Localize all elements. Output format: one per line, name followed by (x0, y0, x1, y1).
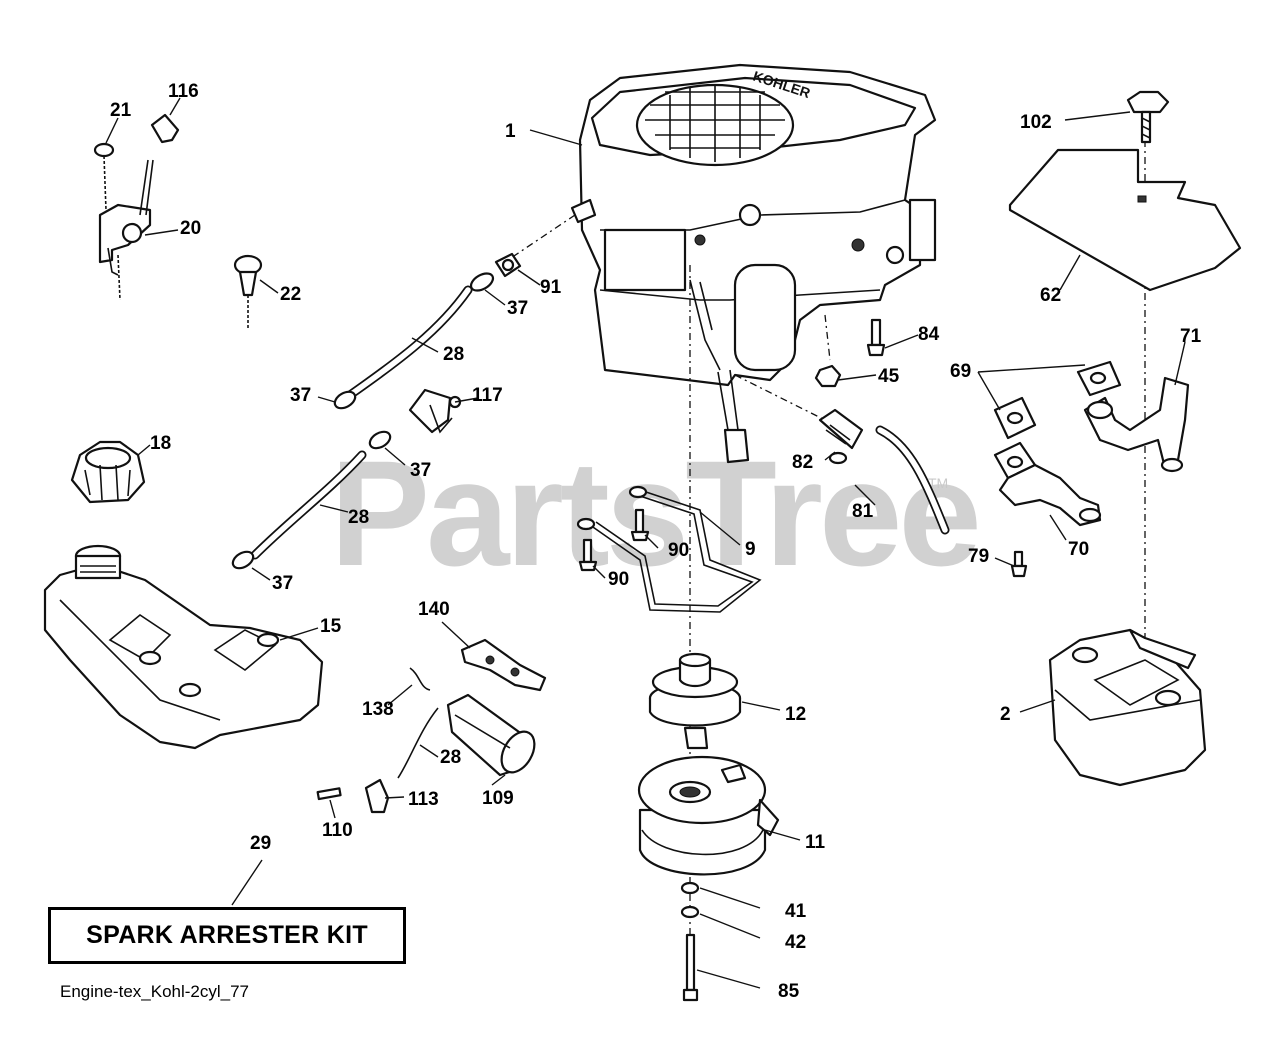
part-throttle-control[interactable] (98, 159, 154, 301)
callout-28-upper[interactable]: 28 (443, 344, 464, 365)
callout-11[interactable]: 11 (805, 832, 826, 853)
callout-71[interactable]: 71 (1180, 326, 1202, 347)
callout-12[interactable]: 12 (785, 704, 806, 725)
callout-37-a[interactable]: 37 (507, 298, 528, 319)
part-hose-clamps[interactable] (230, 270, 496, 572)
part-fitting-110[interactable] (316, 787, 342, 801)
callout-82[interactable]: 82 (792, 452, 813, 473)
part-exhaust-pipe-71[interactable] (1083, 376, 1190, 473)
part-engine[interactable]: KOHLER (570, 63, 937, 464)
part-muffler[interactable] (1048, 628, 1207, 787)
part-knob-116[interactable] (150, 113, 180, 144)
part-knob-22[interactable] (233, 254, 263, 330)
callout-45[interactable]: 45 (878, 366, 900, 387)
part-bolt-85[interactable] (682, 933, 699, 1002)
oil-drain-centerline (734, 374, 826, 421)
part-wire-138[interactable] (409, 667, 431, 691)
callout-117[interactable]: 117 (472, 385, 503, 406)
callout-28-lower[interactable]: 28 (348, 507, 369, 528)
callout-102[interactable]: 102 (1020, 112, 1052, 133)
callout-labels: 1 2 9 11 12 15 18 20 21 22 28 28 28 29 3… (110, 81, 1202, 1002)
callout-91[interactable]: 91 (540, 277, 562, 298)
callout-9[interactable]: 9 (745, 539, 756, 560)
diagram-reference: Engine-tex_Kohl-2cyl_77 (60, 982, 250, 1001)
callout-138[interactable]: 138 (362, 699, 394, 720)
part-bolt-21[interactable] (93, 142, 115, 211)
part-bolts-90[interactable] (578, 508, 650, 572)
part-fuel-solenoid[interactable] (446, 693, 541, 778)
part-control-rod[interactable] (576, 485, 762, 613)
part-bolt-79[interactable] (1010, 550, 1028, 578)
part-relay-bracket[interactable] (460, 638, 547, 692)
callout-37-d[interactable]: 37 (272, 573, 293, 594)
watermark-trademark: TM (928, 475, 948, 491)
part-exhaust-pipe-70[interactable] (998, 463, 1102, 527)
callout-15[interactable]: 15 (320, 616, 342, 637)
part-fuel-filter[interactable] (408, 388, 462, 434)
part-oil-drain-valve[interactable] (818, 408, 864, 465)
callout-69[interactable]: 69 (950, 361, 971, 382)
engine-grille (645, 86, 785, 162)
callout-90-upper[interactable]: 90 (668, 540, 689, 561)
callout-110[interactable]: 110 (322, 820, 353, 841)
callout-1[interactable]: 1 (505, 121, 516, 142)
callout-85[interactable]: 85 (778, 981, 800, 1002)
callout-29[interactable]: 29 (250, 833, 271, 854)
callout-22[interactable]: 22 (280, 284, 301, 305)
nut-centerline (824, 314, 831, 361)
callout-28-short[interactable]: 28 (440, 747, 461, 768)
callout-79[interactable]: 79 (968, 546, 989, 567)
callout-42[interactable]: 42 (785, 932, 806, 953)
callout-140[interactable]: 140 (418, 599, 450, 620)
leader-lines (105, 97, 1186, 989)
part-pto-clutch[interactable] (637, 755, 780, 876)
callout-70[interactable]: 70 (1068, 539, 1089, 560)
callout-18[interactable]: 18 (150, 433, 171, 454)
part-fuel-tank[interactable] (43, 544, 324, 750)
part-heat-shield[interactable] (1008, 148, 1242, 292)
part-fuel-hose-upper[interactable] (345, 285, 473, 400)
fuel-line-centerline (504, 214, 576, 263)
part-washers-41-42[interactable] (680, 881, 700, 919)
spark-arrester-kit-label[interactable]: SPARK ARRESTER KIT (48, 907, 406, 964)
part-fuel-cap[interactable] (70, 440, 146, 504)
part-nut-45[interactable] (814, 364, 842, 388)
part-fuel-hose-short[interactable] (397, 707, 439, 779)
callout-2[interactable]: 2 (1000, 704, 1011, 725)
callout-37-c[interactable]: 37 (410, 460, 431, 481)
callout-21[interactable]: 21 (110, 100, 132, 121)
part-fuel-hose-lower[interactable] (250, 450, 367, 560)
part-fuel-valve-113[interactable] (364, 778, 390, 814)
part-fitting-91[interactable] (494, 252, 522, 278)
callout-81[interactable]: 81 (852, 501, 874, 522)
part-drive-pulley[interactable] (648, 652, 742, 750)
callout-41[interactable]: 41 (785, 901, 807, 922)
callout-84[interactable]: 84 (918, 324, 940, 345)
part-bolt-84[interactable] (866, 318, 886, 357)
part-cap-screw-102[interactable] (1126, 90, 1170, 144)
callout-20[interactable]: 20 (180, 218, 201, 239)
part-oil-drain-hose[interactable] (875, 425, 950, 535)
callout-116[interactable]: 116 (168, 81, 199, 102)
callout-37-b[interactable]: 37 (290, 385, 311, 406)
callout-90-lower[interactable]: 90 (608, 569, 629, 590)
callout-109[interactable]: 109 (482, 788, 514, 809)
watermark-text: PartsTree (330, 429, 978, 597)
callout-62[interactable]: 62 (1040, 285, 1061, 306)
callout-113[interactable]: 113 (408, 789, 439, 810)
